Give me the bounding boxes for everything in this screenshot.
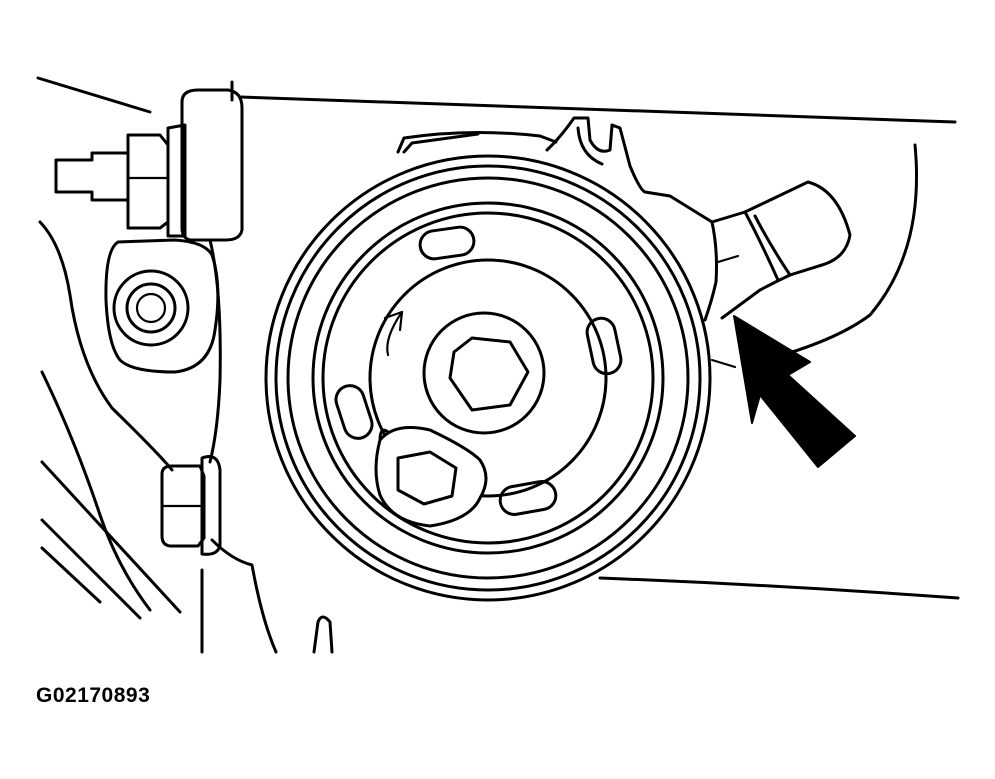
arrow-pointer	[733, 315, 856, 468]
pulley-slots	[334, 225, 623, 516]
adjuster-boss	[374, 426, 488, 528]
bracket-boss	[104, 238, 220, 374]
engine-block-outline	[36, 76, 960, 654]
figure-code: G02170893	[36, 684, 151, 707]
lower-mount-bolt	[160, 455, 222, 556]
hex-bolt	[422, 311, 546, 435]
shaft-and-nut	[54, 88, 244, 242]
rotation-arrow-icon	[383, 310, 404, 357]
pump-housing	[396, 116, 852, 369]
power-steering-pulley	[264, 154, 712, 602]
